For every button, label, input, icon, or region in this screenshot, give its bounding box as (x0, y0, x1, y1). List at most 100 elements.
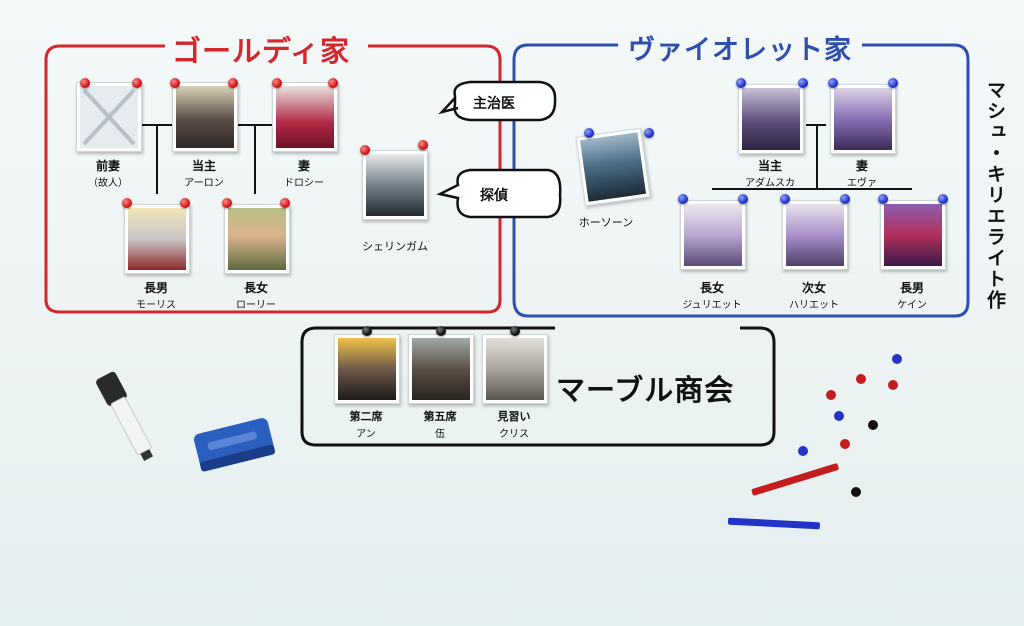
goldie-eldest-daughter-role: 長女 (243, 281, 268, 295)
violet-head-name: アダムスカ (745, 178, 795, 189)
red-magnet-bar (751, 463, 839, 496)
red-magnet (840, 439, 850, 449)
bubble-doctor-text: 主治医 (473, 95, 515, 112)
bubble-detective (436, 168, 562, 219)
red-magnet (826, 390, 836, 400)
crossed-out-portrait-icon (80, 86, 138, 148)
card-sherringham[interactable] (362, 150, 428, 220)
black-magnet (851, 487, 861, 497)
bubble-doctor (438, 80, 557, 122)
portrait-wu (412, 338, 470, 400)
portrait-ann (338, 338, 396, 400)
tree-line (816, 124, 818, 190)
eraser-icon (193, 418, 276, 472)
red-pin (80, 78, 90, 88)
blue-pin (644, 128, 654, 138)
card-violet-head[interactable] (738, 84, 804, 154)
card-goldie-eldest-son[interactable] (124, 204, 190, 274)
violet-second-daughter-role: 次女 (801, 281, 826, 295)
portrait-dorothy (276, 86, 334, 148)
red-pin (418, 140, 428, 150)
portrait-laurie (228, 208, 286, 270)
card-marble-apprentice[interactable] (482, 334, 548, 404)
violet-eldest-son-role: 長男 (899, 281, 924, 295)
portrait-sherringham (366, 154, 424, 216)
blue-pin (780, 194, 790, 204)
red-pin (170, 78, 180, 88)
blue-pin (828, 78, 838, 88)
red-pin (228, 78, 238, 88)
red-pin (360, 145, 370, 155)
goldie-title: ゴールディ家 (172, 34, 350, 68)
goldie-wife-name: ドロシー (284, 178, 324, 189)
card-goldie-eldest-daughter[interactable] (224, 204, 290, 274)
blue-magnet (834, 411, 844, 421)
violet-title: ヴァイオレット家 (628, 35, 852, 66)
blue-pin (678, 194, 688, 204)
tree-line (712, 188, 912, 190)
black-pin (362, 326, 372, 336)
marble-apprentice-role: 見習い (497, 410, 531, 423)
card-marble-fifth-seat[interactable] (408, 334, 474, 404)
card-violet-eldest-son[interactable] (880, 200, 946, 270)
blue-pin (584, 128, 594, 138)
tree-line (254, 124, 256, 194)
portrait-cain (884, 204, 942, 266)
goldie-head-name: アーロン (184, 178, 224, 189)
blue-magnet-bar (727, 517, 820, 530)
hawthorne-name: ホーソーン (578, 216, 634, 229)
black-magnet (868, 420, 878, 430)
blue-pin (738, 194, 748, 204)
violet-eldest-daughter-role: 長女 (699, 281, 724, 295)
card-goldie-wife[interactable] (272, 82, 338, 152)
bubble-detective-text: 探偵 (480, 187, 508, 204)
portrait-harriet (786, 204, 844, 266)
violet-second-daughter-name: ハリエット (789, 300, 839, 311)
red-pin (328, 78, 338, 88)
black-pin (510, 326, 520, 336)
marble-fifth-seat-name: 伍 (435, 429, 445, 440)
portrait-adamska (742, 88, 800, 150)
red-magnet (888, 380, 898, 390)
blue-pin (878, 194, 888, 204)
card-violet-eldest-daughter[interactable] (680, 200, 746, 270)
card-goldie-head[interactable] (172, 82, 238, 152)
goldie-eldest-son-role: 長男 (143, 281, 168, 295)
blue-pin (736, 78, 746, 88)
blue-magnet (798, 446, 808, 456)
violet-wife-role: 妻 (855, 159, 868, 173)
goldie-wife-role: 妻 (297, 159, 310, 173)
card-goldie-former-wife[interactable] (76, 82, 142, 152)
sherringham-name: シェリンガム (362, 240, 428, 253)
marble-frame (300, 326, 776, 447)
red-pin (180, 198, 190, 208)
blue-magnet (892, 354, 902, 364)
violet-frame (512, 43, 970, 318)
black-pin (436, 326, 446, 336)
violet-eldest-daughter-name: ジュリエット (682, 300, 742, 311)
portrait-chris (486, 338, 544, 400)
marble-second-seat-name: アン (356, 429, 376, 440)
red-pin (122, 198, 132, 208)
author-credit: マシュ・キリエライト作 (984, 80, 1006, 311)
violet-wife-name: エヴァ (847, 178, 877, 189)
blue-pin (888, 78, 898, 88)
card-violet-wife[interactable] (830, 84, 896, 154)
card-violet-second-daughter[interactable] (782, 200, 848, 270)
goldie-eldest-son-name: モーリス (136, 300, 176, 311)
goldie-former-wife-role: 前妻 (95, 159, 120, 173)
blue-pin (938, 194, 948, 204)
marble-fifth-seat-role: 第五席 (423, 410, 457, 423)
portrait-eva (834, 88, 892, 150)
goldie-former-wife-name: （故人） (88, 178, 128, 189)
goldie-head-role: 当主 (191, 159, 216, 173)
violet-head-role: 当主 (757, 159, 782, 173)
blue-pin (798, 78, 808, 88)
marble-second-seat-role: 第二席 (349, 410, 383, 423)
goldie-eldest-daughter-name: ローリー (236, 300, 276, 311)
red-pin (132, 78, 142, 88)
portrait-juliet (684, 204, 742, 266)
violet-eldest-son-name: ケイン (897, 300, 927, 311)
